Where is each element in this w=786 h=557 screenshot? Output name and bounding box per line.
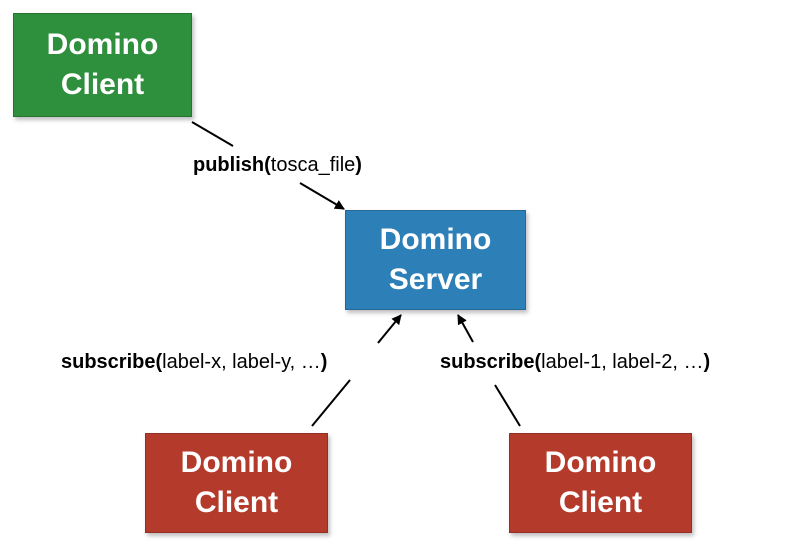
right-domino-client-node: Domino Client (509, 433, 692, 533)
subscribe-right-function: subscribe (440, 351, 535, 373)
subscribe-left-edge-upper (377, 314, 402, 344)
subscribe-right-open-paren: ( (534, 351, 542, 373)
top-domino-client-node: Domino Client (13, 13, 192, 117)
subscribe-right-edge-upper (457, 314, 474, 343)
subscribe-left-open-paren: ( (155, 351, 163, 373)
publish-args: tosca_file (270, 154, 356, 176)
publish-edge-lower (299, 182, 345, 210)
left-domino-client-node: Domino Client (145, 433, 328, 533)
subscribe-right-edge-label: subscribe(label-1, label-2, …) (440, 350, 710, 374)
publish-edge-label: publish(tosca_file) (193, 153, 362, 177)
publish-edge-upper (191, 121, 234, 147)
subscribe-left-function: subscribe (61, 351, 156, 373)
subscribe-right-args: label-1, label-2, … (541, 351, 704, 373)
publish-open-paren: ( (264, 154, 271, 176)
publish-function: publish (193, 154, 265, 176)
subscribe-left-args: label-x, label-y, … (162, 351, 321, 373)
subscribe-left-edge-label: subscribe(label-x, label-y, …) (61, 350, 327, 374)
subscribe-left-edge-lower (311, 379, 351, 427)
domino-server-node: Domino Server (345, 210, 526, 310)
subscribe-right-edge-lower (494, 384, 521, 427)
subscribe-right-close-paren: ) (703, 351, 711, 373)
subscribe-left-close-paren: ) (320, 351, 328, 373)
publish-close-paren: ) (355, 154, 362, 176)
